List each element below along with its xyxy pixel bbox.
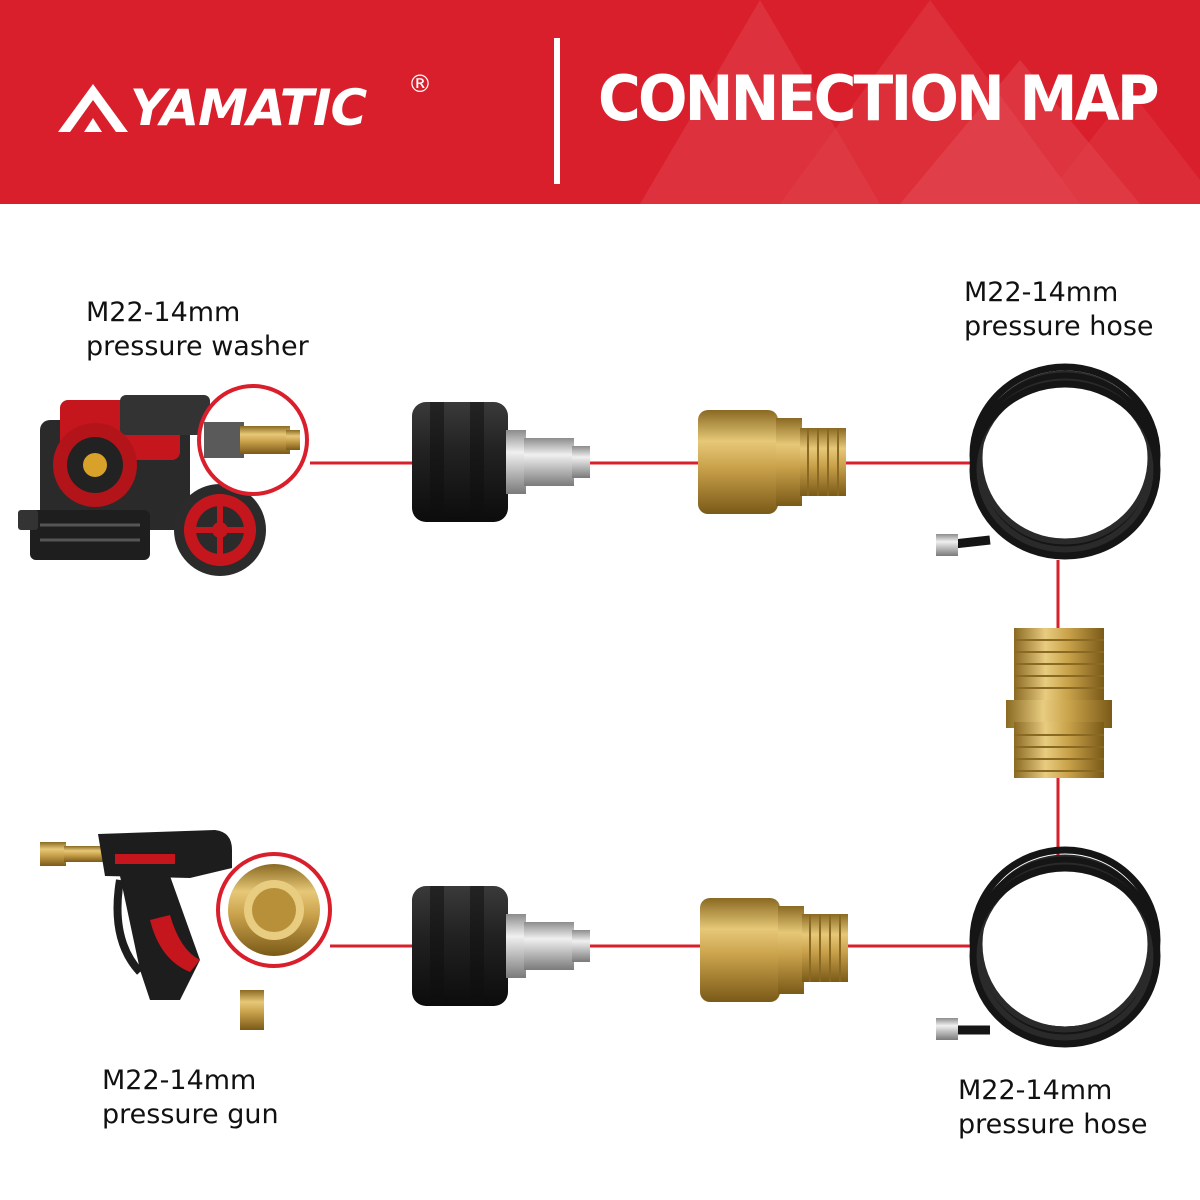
label-hose-bottom-name: pressure hose — [958, 1109, 1148, 1140]
brand-name: YAMATIC — [130, 79, 367, 137]
label-gun-size: M22-14mm — [102, 1065, 257, 1096]
label-pressure-hose-bottom: M22-14mm pressure hose — [958, 1074, 1148, 1142]
brass-coupler-icon — [1006, 628, 1112, 778]
gun-inlet-zoom — [216, 852, 332, 968]
label-hose-top-name: pressure hose — [964, 311, 1154, 342]
header-banner: YAMATIC ® CONNECTION MAP — [0, 0, 1200, 204]
label-gun-name: pressure gun — [102, 1099, 279, 1130]
pressure-gun-icon — [40, 830, 264, 1030]
brand-mountain-icon — [58, 84, 128, 132]
label-washer-name: pressure washer — [86, 331, 309, 362]
quick-connect-socket-icon — [698, 410, 846, 514]
label-pressure-washer: M22-14mm pressure washer — [86, 296, 309, 364]
hose-coil-icon — [936, 846, 1161, 1048]
label-hose-top-size: M22-14mm — [964, 277, 1119, 308]
page-title: CONNECTION MAP — [598, 62, 1160, 135]
hose-coil-icon — [936, 363, 1161, 560]
washer-outlet-zoom — [197, 384, 309, 496]
header-decoration — [640, 0, 1200, 204]
header-divider — [554, 38, 560, 184]
label-hose-bottom-size: M22-14mm — [958, 1075, 1113, 1106]
label-washer-size: M22-14mm — [86, 297, 241, 328]
quick-connect-socket-icon — [700, 898, 848, 1002]
quick-connect-plug-icon — [412, 402, 590, 522]
pressure-washer-icon — [18, 395, 266, 576]
label-pressure-gun: M22-14mm pressure gun — [102, 1064, 279, 1132]
quick-connect-plug-icon — [412, 886, 590, 1006]
registered-mark: ® — [408, 70, 432, 98]
label-pressure-hose-top: M22-14mm pressure hose — [964, 276, 1154, 344]
brand-logo: YAMATIC ® — [58, 70, 432, 138]
